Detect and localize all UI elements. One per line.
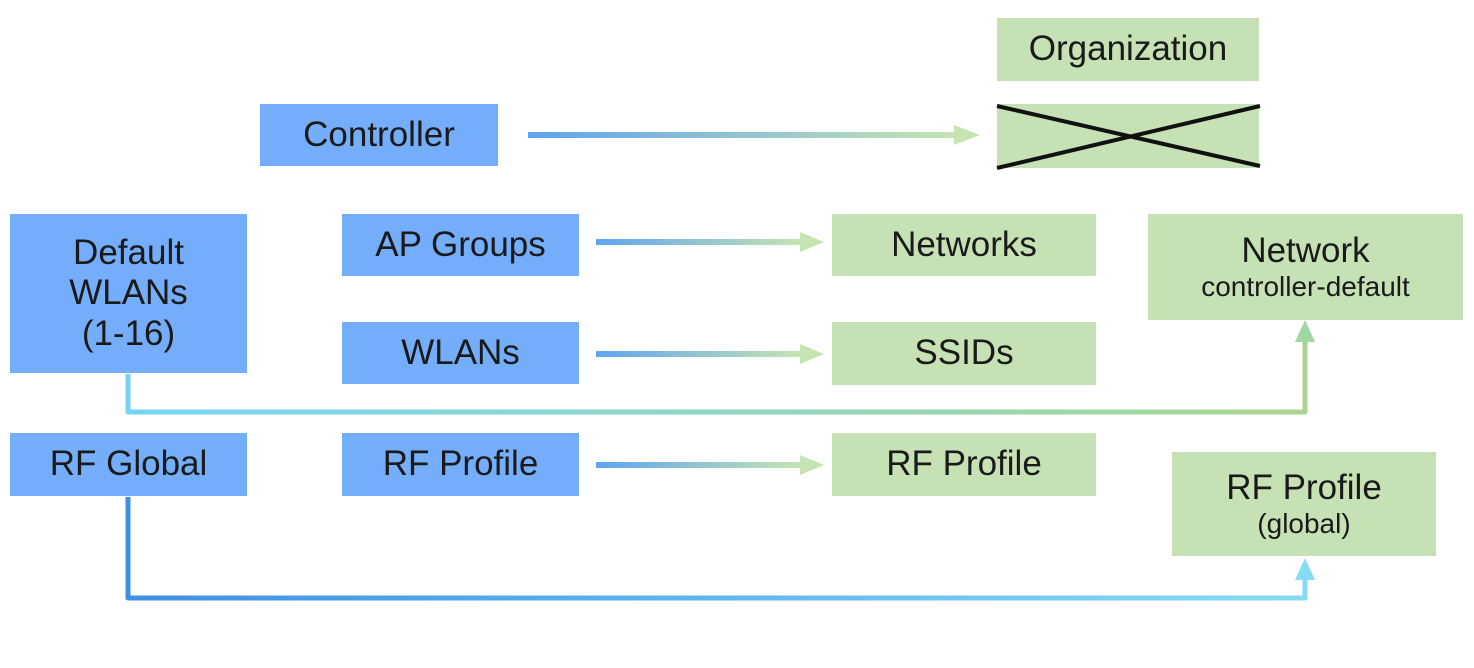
- rf-profile-cloud-label: RF Profile: [886, 444, 1042, 484]
- network-default-title: Network: [1241, 230, 1370, 270]
- controller-label: Controller: [303, 114, 455, 154]
- organization-label: Organization: [1028, 29, 1228, 69]
- networks-box: Networks: [832, 214, 1096, 276]
- ssids-box: SSIDs: [832, 322, 1096, 385]
- arrow-wlans-to-ssids: [596, 344, 824, 364]
- ap-groups-box: AP Groups: [342, 214, 579, 276]
- arrow-default-wlans-to-network-default: [125, 320, 1315, 415]
- ssids-label: SSIDs: [914, 333, 1014, 373]
- crossed-out-box: [996, 104, 1261, 170]
- network-controller-default-box: Network controller-default: [1148, 214, 1463, 320]
- rf-profile-global-subtitle: (global): [1257, 508, 1351, 540]
- arrow-rf-profile-to-rf-profile: [596, 455, 824, 475]
- rf-profile-cloud-box: RF Profile: [832, 433, 1096, 496]
- rf-global-label: RF Global: [49, 444, 208, 484]
- default-wlans-line-2: WLANs: [69, 273, 188, 313]
- default-wlans-line-3: (1-16): [81, 313, 176, 353]
- organization-box: Organization: [997, 18, 1259, 81]
- arrow-controller-to-organization: [528, 125, 980, 145]
- controller-box: Controller: [260, 104, 498, 166]
- networks-label: Networks: [891, 224, 1037, 264]
- wlans-label: WLANs: [401, 332, 520, 372]
- network-default-subtitle: controller-default: [1201, 271, 1410, 303]
- rf-profile-legacy-box: RF Profile: [342, 433, 579, 496]
- default-wlans-line-1: Default: [73, 233, 184, 273]
- rf-profile-legacy-label: RF Profile: [382, 444, 539, 484]
- rf-global-box: RF Global: [10, 433, 247, 496]
- arrow-rf-global-to-rf-profile-global: [125, 497, 1315, 601]
- ap-groups-label: AP Groups: [375, 224, 546, 264]
- rf-profile-global-box: RF Profile (global): [1172, 452, 1436, 556]
- rf-profile-global-title: RF Profile: [1226, 467, 1382, 507]
- default-wlans-box: Default WLANs (1-16): [10, 214, 247, 373]
- arrow-ap-groups-to-networks: [596, 232, 824, 252]
- wlans-box: WLANs: [342, 322, 579, 384]
